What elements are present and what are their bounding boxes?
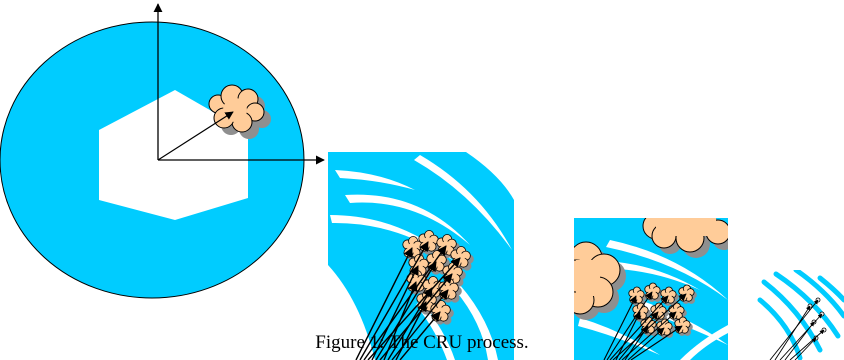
trajectory-arrow [794,337,817,360]
trajectory-arrow [395,301,427,360]
trajectory-arrow [383,281,418,360]
panel-full-view [0,3,325,299]
trajectory-arrow [603,295,637,360]
trajectory-arrow [789,329,825,360]
trajectory-arrow [624,325,649,360]
trajectory-arrow [630,325,683,360]
trajectory-arrow [615,311,641,360]
trajectory-arrow [618,311,659,360]
trajectory-arrow [612,293,687,360]
arrow-bundle [603,291,687,360]
trajectory-arrow [779,313,823,360]
trajectory-arrow [355,247,413,360]
arrow-bundle [769,299,825,360]
large-cloud-left [574,241,626,320]
trajectory-arrow [606,291,653,360]
trajectory-arrow [774,305,811,360]
panel-zoom-2 [574,218,728,360]
arrow-bundle [355,241,461,360]
cloud-shape [208,84,271,139]
trajectory-arrow [375,261,437,360]
trajectory-arrow [379,273,453,360]
trajectory-arrow [399,311,441,360]
cloud-position-arrow [157,111,234,161]
panel-zoom-1 [328,152,514,360]
panel-zoom-3 [757,270,844,360]
trajectory-arrow [359,241,429,360]
hexagon-core [99,90,248,220]
trajectory-arrow [627,327,665,360]
figure-caption: Figure 1: The CRU process. [315,332,529,353]
trajectory-arrow [609,295,669,360]
trajectory-arrow [387,287,433,360]
large-cloud-top [642,218,728,258]
trajectory-arrow [784,321,815,360]
